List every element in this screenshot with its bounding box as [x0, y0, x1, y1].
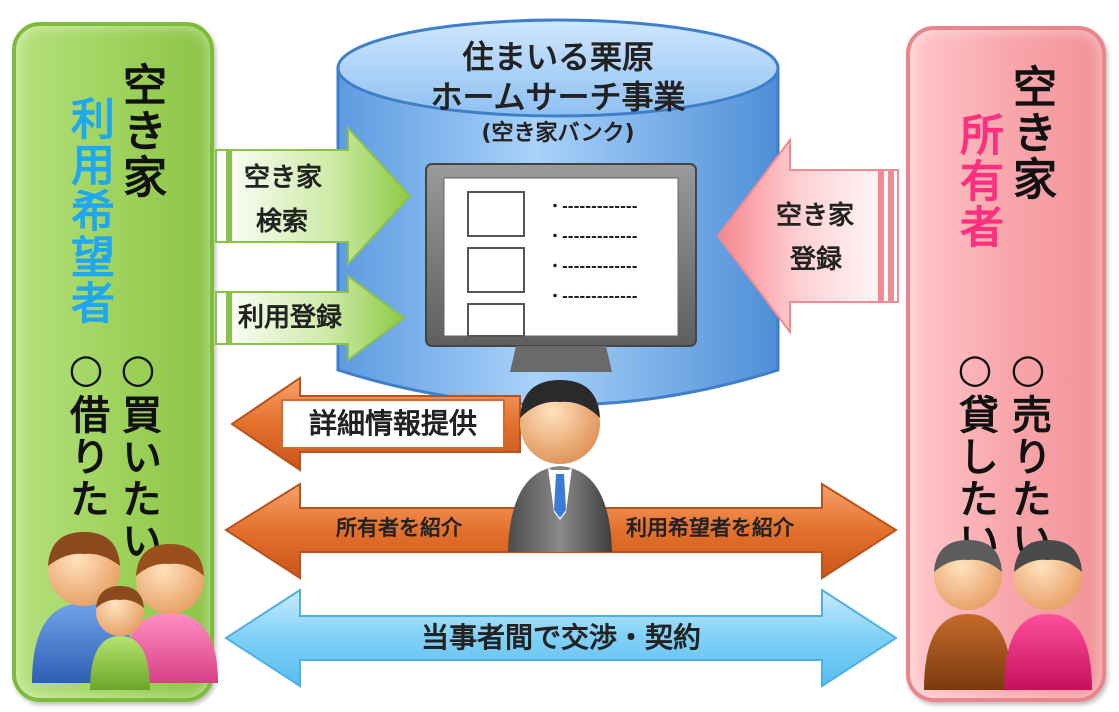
search-arrow: [215, 125, 412, 267]
monitor-list-line: ・-------------: [548, 229, 638, 245]
owner-wish-sell: ○売りたい: [1005, 346, 1051, 562]
center-title-line2: ホームサーチ事業: [430, 78, 686, 116]
center-title-line1: 住まいる栗原: [461, 38, 654, 76]
owner-panel-role: 所有者: [952, 112, 1003, 250]
owner-figures: [924, 540, 1092, 690]
owner-wish-lend: ○貸したい: [952, 346, 998, 562]
center-title-sub: (空き家バンク): [481, 121, 635, 146]
owner-register-label-2: 登録: [790, 245, 843, 275]
owner-woman-body: [1004, 614, 1092, 690]
user-register-arrow: [215, 274, 406, 362]
search-label-1: 空き家: [244, 163, 323, 193]
monitor-thumb-3: [467, 303, 525, 337]
monitor-stand: [510, 346, 612, 372]
child-body: [90, 636, 150, 690]
info-provide-label: 詳細情報提供: [308, 407, 477, 440]
info-provide-label-box: [281, 399, 505, 449]
user-panel-role: 利用希望者: [63, 96, 114, 326]
owner-man-body: [924, 614, 1012, 690]
agent-hair: [520, 380, 600, 418]
monitor-list-line: ・-------------: [548, 199, 638, 215]
search-label-2: 検索: [256, 207, 309, 237]
user-panel-title: 空き家: [115, 62, 166, 200]
monitor-thumb-1: [467, 191, 525, 237]
negotiate-label: 当事者間で交渉・契約: [420, 621, 701, 654]
user-wish-buy: ○買いたい: [115, 346, 161, 562]
monitor-thumb-2: [467, 247, 525, 293]
negotiate-arrow: [224, 588, 898, 688]
monitor-list-line: ・-------------: [548, 259, 638, 275]
introduce-user-label: 利用希望者を紹介: [626, 516, 794, 540]
agent-tie: [554, 474, 566, 518]
user-family-figures: [32, 532, 218, 690]
introduce-owner-label: 所有者を紹介: [336, 516, 462, 540]
database-top: [336, 18, 780, 118]
owner-panel-title: 空き家: [1005, 64, 1056, 202]
owner-register-label-1: 空き家: [776, 201, 855, 231]
monitor-list-line: ・-------------: [548, 289, 638, 305]
user-register-label: 利用登録: [238, 303, 343, 333]
user-wish-rent: ○借りた: [63, 346, 109, 520]
